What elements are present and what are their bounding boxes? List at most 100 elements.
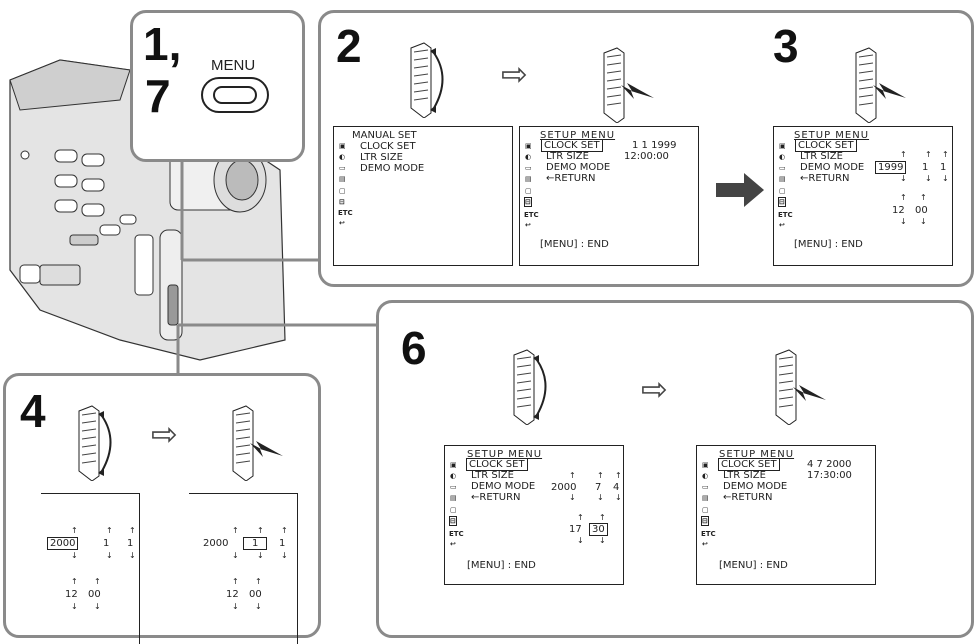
battery-icon: ⊟ (778, 197, 786, 207)
minute-field: 00 (88, 589, 101, 600)
return-icon: ↩ (339, 219, 345, 227)
step-1-7-panel: 1, 7 MENU (130, 10, 305, 162)
manual-set-title: MANUAL SET (352, 130, 417, 141)
menu-button[interactable] (201, 77, 269, 113)
day-field: 1 (127, 538, 134, 549)
menu-item-demo-mode[interactable]: DEMO MODE (360, 163, 425, 174)
memory-icon: ▤ (450, 494, 457, 502)
menu-item-clock-set[interactable]: CLOCK SET (466, 458, 528, 471)
menu-item-return[interactable]: ←RETURN (546, 173, 596, 184)
day-field: 1 (940, 162, 947, 173)
step-number-3: 3 (773, 20, 799, 72)
year-field: 2000 (551, 482, 577, 493)
tape-icon: ▭ (702, 483, 709, 491)
down-arrow-icon: ↓ (232, 602, 239, 611)
setup-menu-screen: SETUP MENU ▣ CLOCK SET ◐ LTR SIZE ▭ DEMO… (444, 445, 624, 585)
down-arrow-icon: ↓ (925, 174, 932, 183)
memory-icon: ▤ (525, 175, 532, 183)
tape-icon: ▭ (339, 164, 346, 172)
menu-end-hint: [MENU] : END (794, 239, 863, 250)
down-arrow-icon: ↓ (281, 551, 288, 560)
menu-item-clock-set[interactable]: CLOCK SET (718, 458, 780, 471)
memory-icon: ▤ (779, 175, 786, 183)
camera-icon: ◐ (450, 472, 457, 480)
etc-label: ETC (449, 530, 464, 538)
menu-item-return[interactable]: ←RETURN (800, 173, 850, 184)
menu-item-demo-mode[interactable]: DEMO MODE (546, 162, 611, 173)
menu-item-ltr-size[interactable]: LTR SIZE (800, 151, 843, 162)
control-dial-rotate[interactable] (509, 345, 559, 425)
down-arrow-icon: ↓ (71, 602, 78, 611)
month-field[interactable]: 1 (242, 537, 268, 550)
year-field[interactable]: 1999 (874, 161, 907, 174)
down-arrow-icon: ↓ (232, 551, 239, 560)
hollow-arrow-icon: ⇨ (501, 56, 528, 92)
up-arrow-icon: ↑ (94, 577, 101, 586)
up-arrow-icon: ↑ (71, 526, 78, 535)
menu-item-demo-mode[interactable]: DEMO MODE (471, 481, 536, 492)
battery-icon: ⊟ (524, 197, 532, 207)
month-field: 1 (922, 162, 929, 173)
menu-item-clock-set[interactable]: CLOCK SET (795, 139, 857, 152)
menu-item-return[interactable]: ←RETURN (471, 492, 521, 503)
hollow-arrow-icon: ⇨ (151, 416, 178, 452)
battery-icon: ⊟ (449, 516, 457, 526)
menu-item-demo-mode[interactable]: DEMO MODE (723, 481, 788, 492)
down-arrow-icon: ↓ (942, 174, 949, 183)
display-icon: ▢ (450, 506, 457, 514)
manual-icon: ▣ (339, 142, 346, 150)
clock-date: 4 7 2000 (807, 459, 852, 470)
display-icon: ▢ (702, 506, 709, 514)
up-arrow-icon: ↑ (281, 526, 288, 535)
setup-menu-title: SETUP MENU (540, 130, 616, 141)
up-arrow-icon: ↑ (900, 193, 907, 202)
down-arrow-icon: ↓ (920, 217, 927, 226)
menu-end-hint: [MENU] : END (719, 560, 788, 571)
setup-menu-title: SETUP MENU (719, 449, 795, 460)
camera-icon: ◐ (702, 472, 709, 480)
menu-item-ltr-size[interactable]: LTR SIZE (360, 152, 403, 163)
control-dial-press[interactable] (771, 345, 831, 425)
control-dial-press[interactable] (228, 401, 288, 481)
control-dial-rotate[interactable] (406, 38, 456, 118)
hollow-arrow-icon: ⇨ (641, 371, 668, 407)
display-icon: ▢ (339, 187, 346, 195)
down-arrow-icon: ↓ (577, 536, 584, 545)
year-field[interactable]: 2000 (46, 537, 79, 550)
down-arrow-icon: ↓ (615, 493, 622, 502)
step-number-4: 4 (20, 385, 46, 437)
menu-item-ltr-size[interactable]: LTR SIZE (723, 470, 766, 481)
manual-icon: ▣ (702, 461, 709, 469)
step-number-6: 6 (401, 322, 427, 374)
menu-item-clock-set[interactable]: CLOCK SET (541, 139, 603, 152)
display-icon: ▢ (525, 187, 532, 195)
up-arrow-icon: ↑ (577, 513, 584, 522)
control-dial-press[interactable] (599, 43, 659, 123)
etc-label: ETC (524, 211, 539, 219)
up-arrow-icon: ↑ (599, 513, 606, 522)
tape-icon: ▭ (779, 164, 786, 172)
menu-button-inner (213, 86, 257, 104)
up-arrow-icon: ↑ (71, 577, 78, 586)
down-arrow-icon: ↓ (71, 551, 78, 560)
step-number-7: 7 (145, 70, 171, 122)
menu-item-ltr-size[interactable]: LTR SIZE (546, 151, 589, 162)
return-icon: ↩ (779, 221, 785, 229)
menu-item-clock-set[interactable]: CLOCK SET (360, 141, 416, 152)
down-arrow-icon: ↓ (599, 536, 606, 545)
up-arrow-icon: ↑ (569, 471, 576, 480)
control-dial-rotate[interactable] (74, 401, 124, 481)
menu-item-return[interactable]: ←RETURN (723, 492, 773, 503)
menu-item-demo-mode[interactable]: DEMO MODE (800, 162, 865, 173)
down-arrow-icon: ↓ (900, 217, 907, 226)
solid-arrow-icon (716, 173, 764, 207)
menu-end-hint: [MENU] : END (540, 239, 609, 250)
down-arrow-icon: ↓ (129, 551, 136, 560)
minute-field[interactable]: 30 (589, 523, 608, 536)
menu-item-ltr-size[interactable]: LTR SIZE (471, 470, 514, 481)
up-arrow-icon: ↑ (255, 577, 262, 586)
return-icon: ↩ (702, 540, 708, 548)
clock-date: 1 1 1999 (632, 140, 677, 151)
control-dial-press[interactable] (851, 43, 911, 123)
down-arrow-icon: ↓ (94, 602, 101, 611)
